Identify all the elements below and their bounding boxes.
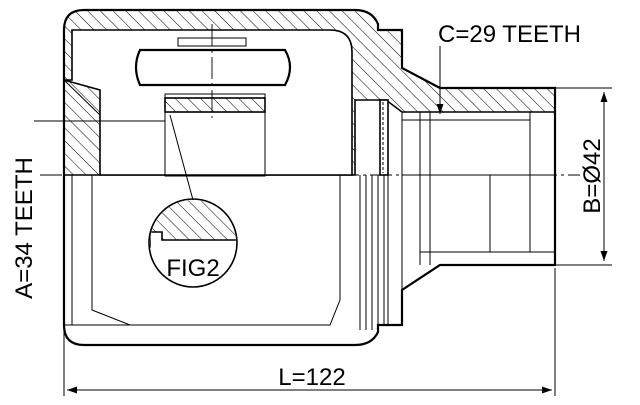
housing-outline xyxy=(62,8,557,347)
dimension-l xyxy=(63,268,556,396)
label-l-length: L=122 xyxy=(278,364,345,391)
dimension-b xyxy=(555,87,612,266)
chamfer-line-top xyxy=(63,79,101,116)
label-b-diameter: B=Ø42 xyxy=(579,138,606,213)
detail-leader xyxy=(169,114,194,201)
spline-shaft xyxy=(379,99,556,325)
fig2-label: FIG2 xyxy=(166,255,219,282)
label-c-teeth: C=29 TEETH xyxy=(438,21,581,48)
housing-body-lower xyxy=(91,175,341,326)
label-a-teeth: A=34 TEETH xyxy=(11,157,38,299)
spider-trunnion xyxy=(134,37,292,177)
groove-rings xyxy=(359,175,385,330)
